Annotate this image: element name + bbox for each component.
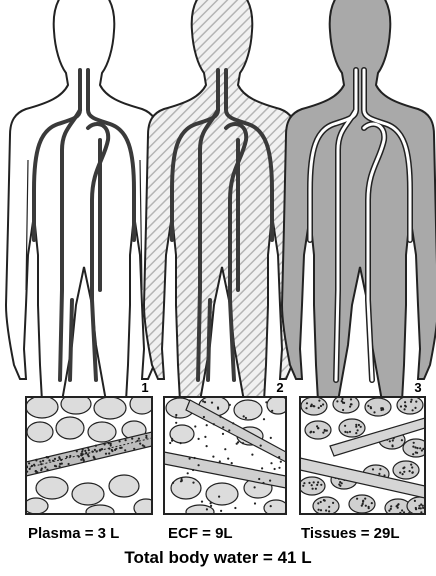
- figure-tissues-body: [282, 0, 436, 401]
- total-body-water: Total body water = 41 L: [0, 548, 436, 568]
- caption-plasma: Plasma = 3 L: [28, 525, 119, 542]
- panel-number-3: 3: [414, 380, 421, 395]
- tissue-inset-3: [299, 395, 433, 517]
- body-silhouette-2: [144, 0, 300, 401]
- body-silhouette-1: [6, 0, 162, 401]
- figure-ecf-body: [144, 0, 300, 401]
- caption-tissues: Tissues = 29L: [301, 525, 400, 542]
- panel-number-2: 2: [276, 380, 283, 395]
- caption-ecf: ECF = 9L: [168, 525, 233, 542]
- figure-plasma-body: [6, 0, 162, 401]
- tissue-inset-2: [164, 396, 289, 519]
- tissue-inset-1: [24, 394, 158, 519]
- panel-number-1: 1: [141, 380, 148, 395]
